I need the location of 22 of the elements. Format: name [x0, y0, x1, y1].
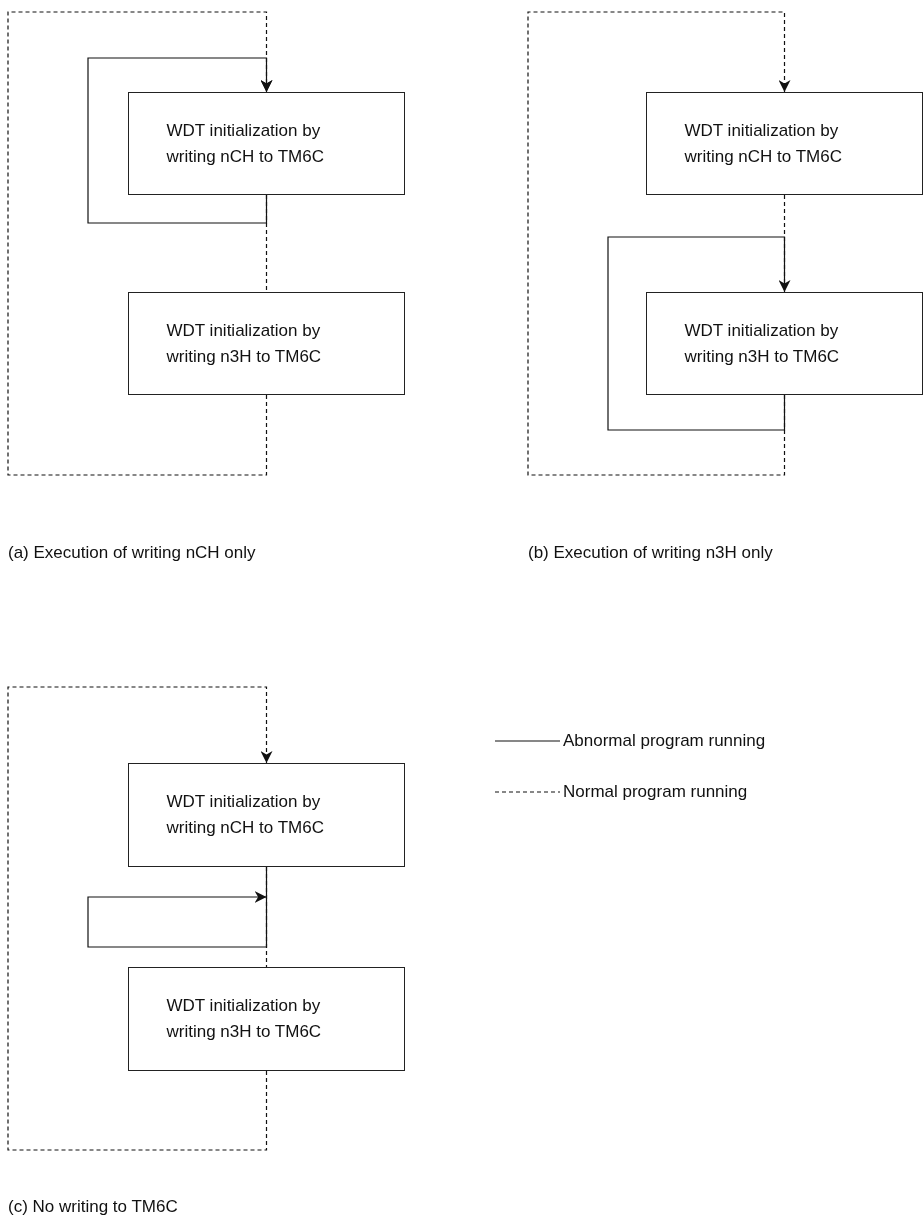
process-box: [128, 92, 405, 195]
box-text: WDT initialization by writing nCH to TM6C: [684, 119, 843, 168]
box-text: WDT initialization by writing nCH to TM6C: [166, 119, 325, 168]
panel-caption: (b) Execution of writing n3H only: [528, 542, 773, 564]
loop-arrow: [527, 11, 791, 476]
loop-arrow: [7, 686, 273, 1151]
process-box: [128, 763, 405, 867]
process-box: [128, 292, 405, 395]
box-text: WDT initialization by writing nCH to TM6C: [166, 791, 325, 839]
process-box: [128, 967, 405, 1071]
box-text: WDT initialization by writing n3H to TM6C: [166, 995, 323, 1043]
panel-caption: (c) No writing to TM6C: [8, 1196, 178, 1218]
loop-arrow: [607, 236, 791, 431]
panel-caption: (a) Execution of writing nCH only: [8, 542, 256, 564]
legend-text: Abnormal program running: [563, 731, 766, 751]
loop-arrow: [87, 57, 273, 224]
box-text: WDT initialization by writing n3H to TM6C: [684, 319, 841, 368]
loop-arrow: [87, 866, 268, 948]
legend-text: Normal program running: [563, 782, 748, 802]
process-box: [646, 92, 923, 195]
box-text: WDT initialization by writing n3H to TM6C: [166, 319, 323, 368]
process-box: [646, 292, 923, 395]
